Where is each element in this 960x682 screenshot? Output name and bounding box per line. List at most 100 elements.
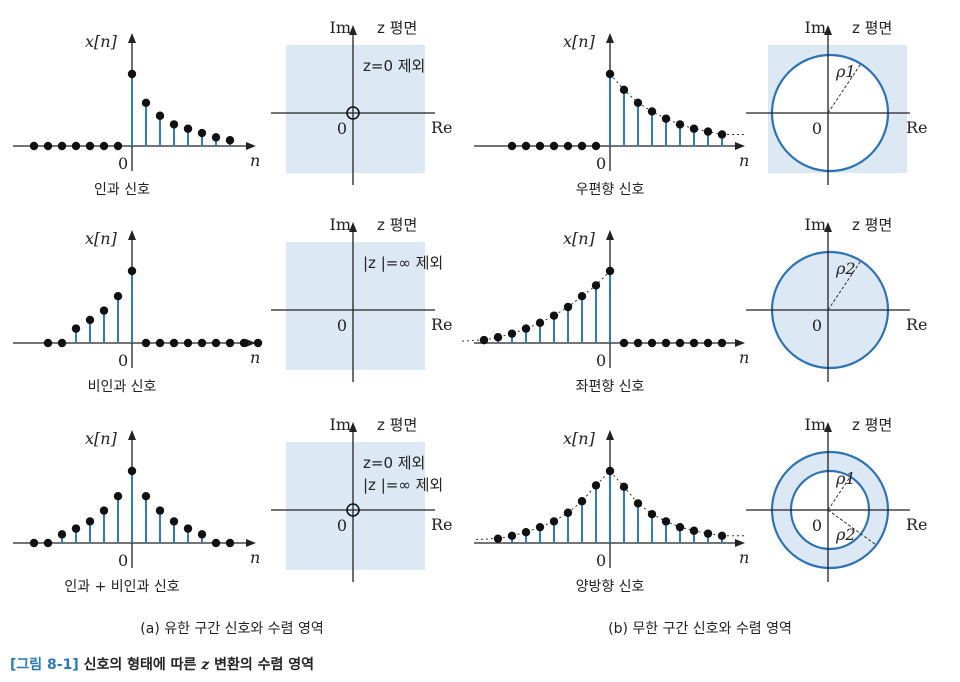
- imag-axis-arrow: [824, 222, 832, 232]
- sample-dot: [141, 98, 151, 108]
- real-axis-label: Re: [906, 315, 928, 334]
- time-axis-arrow: [735, 339, 745, 347]
- sample-dot: [113, 141, 123, 151]
- sample-dot: [493, 333, 503, 342]
- signal-caption: 인과 + 비인과 신호: [64, 579, 179, 595]
- imag-axis-label: Im: [805, 415, 827, 434]
- plane-label: z 평면: [852, 216, 892, 234]
- sample-dot: [703, 127, 713, 136]
- amplitude-axis-label: x[n]: [85, 429, 118, 448]
- amplitude-axis-label: x[n]: [85, 32, 118, 51]
- sample-dot: [507, 329, 517, 338]
- origin-label: 0: [596, 154, 606, 173]
- sample-dot: [675, 120, 685, 129]
- sample-dot: [169, 120, 179, 129]
- plane-label: z 평면: [852, 19, 892, 37]
- signal-caption: 비인과 신호: [88, 379, 157, 395]
- sample-dot: [197, 338, 207, 348]
- sample-dot: [703, 338, 713, 348]
- subcaption-a: (a) 유한 구간 신호와 수렴 영역: [140, 621, 323, 637]
- sample-dot: [591, 481, 601, 490]
- sample-dot: [717, 130, 727, 139]
- sample-dot: [703, 529, 713, 538]
- sample-dot: [717, 531, 727, 540]
- sample-dot: [71, 524, 81, 533]
- sample-dot: [99, 141, 109, 151]
- origin-label: 0: [596, 551, 606, 570]
- imag-axis-label: Im: [805, 215, 827, 234]
- roc-region: [286, 442, 425, 570]
- subcaption-b: (b) 무한 구간 신호와 수렴 영역: [608, 621, 792, 637]
- radius-line: [827, 477, 851, 511]
- sample-dot: [43, 338, 53, 348]
- sample-dot: [225, 136, 235, 145]
- amplitude-axis-label: x[n]: [563, 229, 596, 248]
- sample-dot: [155, 506, 165, 515]
- time-axis-label: n: [739, 348, 749, 367]
- figure-number: [그림 8-1]: [10, 657, 79, 673]
- roc-region: [286, 45, 425, 173]
- sample-dot: [647, 510, 657, 519]
- imag-axis-label: Im: [330, 18, 352, 37]
- sample-dot: [183, 524, 193, 533]
- radius-label: ρ2: [835, 525, 856, 544]
- excluded-origin-marker: [346, 503, 360, 517]
- sample-dot: [43, 141, 53, 151]
- sample-dot: [197, 128, 207, 138]
- sample-dot: [577, 497, 587, 506]
- imag-axis-arrow: [349, 25, 357, 35]
- time-axis-label: n: [739, 151, 749, 170]
- sample-dot: [253, 338, 263, 348]
- sample-dot: [99, 506, 109, 515]
- plane-label: z 평면: [377, 216, 417, 234]
- sample-dot: [169, 517, 179, 526]
- roc-note: |z |=∞ 제외: [363, 254, 443, 272]
- sample-dot: [507, 141, 517, 151]
- figure-title-text-after: 변환의 수렴 영역: [214, 657, 315, 673]
- amplitude-axis-arrow: [128, 33, 136, 43]
- radius-label: ρ1: [835, 62, 856, 81]
- sample-dot: [113, 492, 123, 501]
- origin-label: 0: [118, 351, 128, 370]
- plane-origin-label: 0: [337, 316, 347, 335]
- real-axis-label: Re: [906, 515, 928, 534]
- figure-title-variable: z: [201, 657, 210, 673]
- real-axis-label: Re: [431, 515, 453, 534]
- sample-dot: [647, 338, 657, 348]
- time-axis-arrow: [246, 539, 256, 547]
- sample-dot: [563, 302, 573, 312]
- sample-dot: [29, 538, 39, 548]
- sample-dot: [85, 517, 95, 526]
- amplitude-axis-label: x[n]: [563, 429, 596, 448]
- sample-dot: [71, 324, 81, 333]
- sample-dot: [535, 141, 545, 151]
- sample-dot: [521, 141, 531, 151]
- envelope-curve: [483, 270, 611, 341]
- amplitude-axis-label: x[n]: [563, 32, 596, 51]
- sample-dot: [155, 111, 165, 120]
- sample-dot: [619, 482, 629, 492]
- time-axis-arrow: [246, 142, 256, 150]
- time-axis-arrow: [735, 539, 745, 547]
- sample-dot: [647, 107, 657, 116]
- sample-dot: [605, 69, 615, 79]
- figure-title-text-before: 신호의 형태에 따른: [83, 657, 197, 673]
- time-axis-arrow: [246, 339, 256, 347]
- sample-dot: [619, 338, 629, 348]
- real-axis-label: Re: [431, 315, 453, 334]
- imag-axis-arrow: [349, 222, 357, 232]
